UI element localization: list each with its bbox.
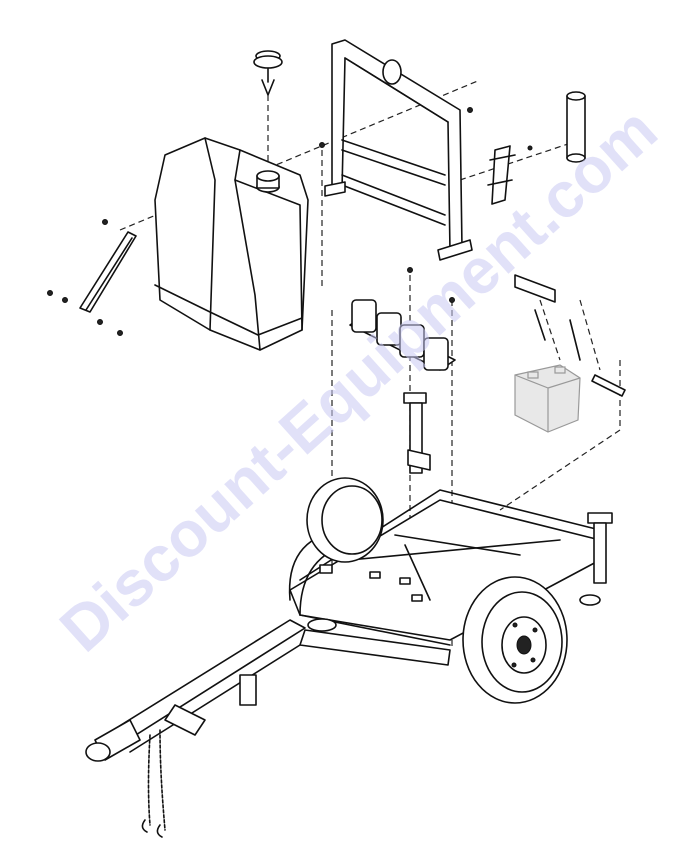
trailer-tongue: [104, 619, 451, 753]
mounting-bracket: [487, 145, 533, 205]
tank-strap: [47, 219, 137, 336]
safety-chains: [141, 729, 166, 838]
battery-holders: [349, 267, 456, 371]
right-jack-stand: [579, 512, 613, 606]
rear-jack-stand: [403, 392, 431, 474]
left-wheel: [306, 477, 384, 563]
right-wheel: [462, 576, 568, 704]
battery-hold-down: [514, 274, 626, 397]
lifting-frame: [319, 39, 473, 261]
fuel-cap: [253, 50, 283, 96]
document-tube: [566, 91, 586, 163]
hitch-coupler: [85, 719, 141, 762]
battery: [514, 364, 581, 433]
fuel-tank: [154, 137, 309, 351]
